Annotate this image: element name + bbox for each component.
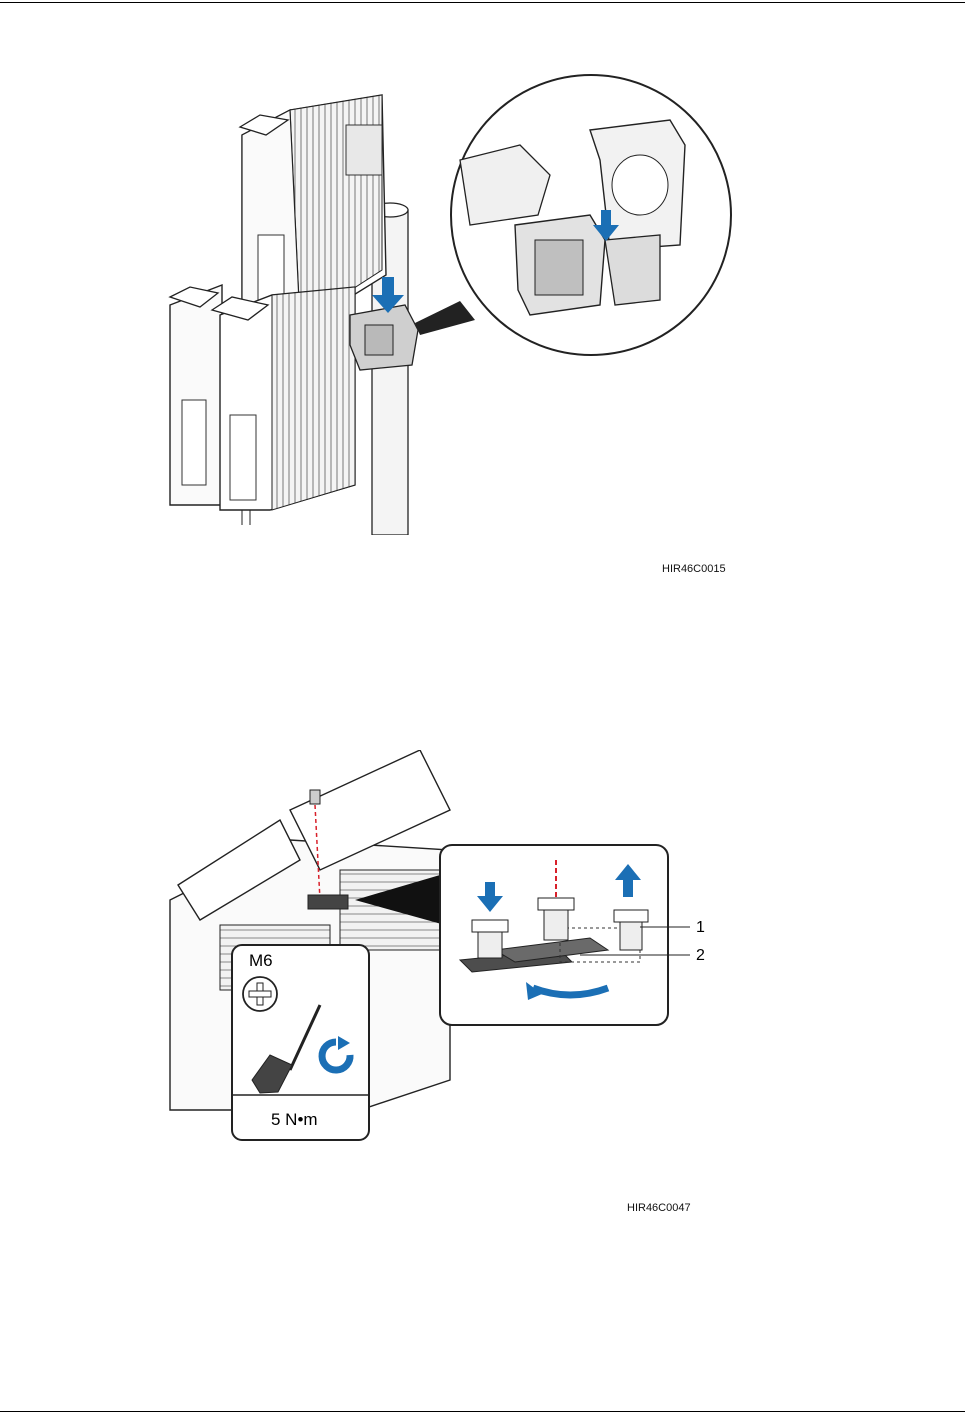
figure-1-code: HIR46C0015 [662,563,726,575]
cabinet-connecting-plate-drawing: 1 2 M6 5 N•m [160,750,715,1150]
figure-2-code: HIR46C0047 [627,1202,691,1214]
header-rule [0,2,965,3]
lower-left-rru-unit [170,285,222,505]
callout-2: 2 [696,947,705,964]
zoom-connector [415,301,475,335]
mounting-bracket [350,305,418,370]
lower-right-rru-unit [212,287,355,525]
rru-on-pole-drawing [160,65,740,535]
screw-size-label: M6 [249,951,273,970]
torque-label: 5 N•m [271,1110,318,1129]
figure-2-illustration: 1 2 M6 5 N•m [160,750,715,1150]
magnified-detail-circle [451,75,731,355]
callout-1: 1 [696,919,705,936]
footer-rule [0,1411,965,1412]
figure-1-illustration [160,65,740,535]
phillips-head-icon [243,977,277,1011]
tool-spec-box: M6 5 N•m [232,945,369,1140]
connecting-plate-detail-box: 1 2 [440,845,705,1025]
